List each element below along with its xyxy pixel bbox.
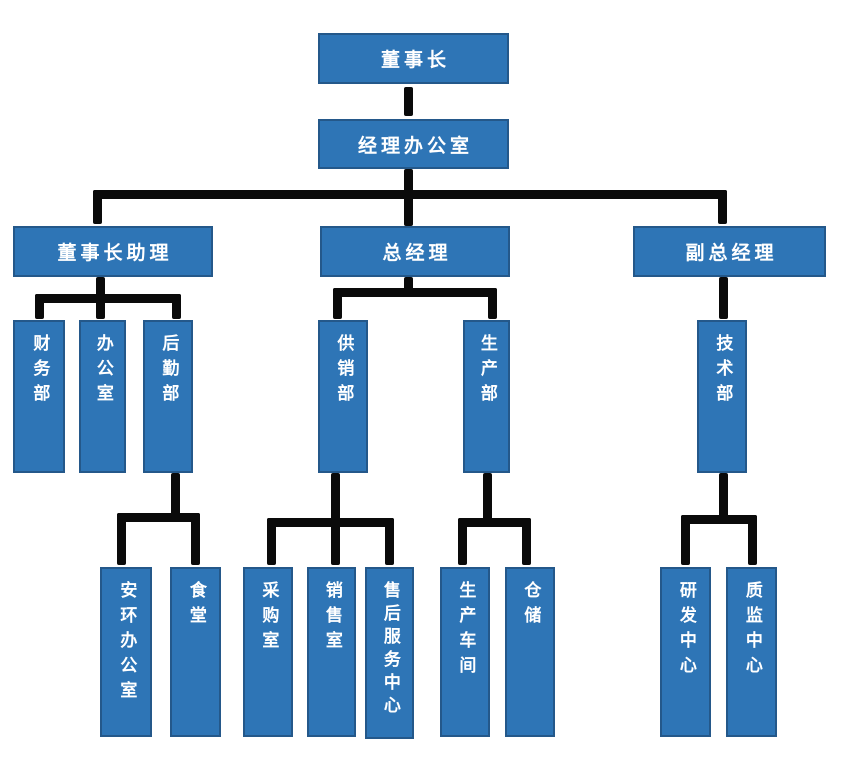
node-safety-env-office: 安环办公室: [100, 567, 152, 737]
connector-drop-canteen: [191, 513, 200, 565]
connector-drop-production-dept: [488, 288, 497, 319]
node-production-dept: 生产部: [463, 320, 510, 473]
node-label: 供销部: [333, 334, 354, 409]
connector-drop-safety-env-office: [117, 513, 126, 565]
connector-supply-sales-stub: [331, 473, 340, 523]
connector-drop-deputy-general-manager: [718, 190, 727, 224]
connector-drop-chairman-assistant: [93, 190, 102, 224]
node-label: 后勤部: [158, 334, 179, 409]
node-aftersales-service-center: 售后服务中心: [365, 567, 414, 739]
node-label: 技术部: [712, 334, 733, 409]
node-production-workshop: 生产车间: [440, 567, 490, 737]
node-label: 财务部: [29, 334, 50, 409]
connector-drop-general-manager: [404, 190, 413, 226]
node-quality-center: 质监中心: [726, 567, 777, 737]
node-label: 研发中心: [675, 581, 696, 681]
connector-logistics-stub: [171, 473, 180, 518]
node-label: 食堂: [185, 581, 206, 631]
node-label: 仓储: [520, 581, 541, 631]
connector-drop-rd-center: [681, 515, 690, 565]
connector-gm-bar: [333, 288, 497, 297]
connector-production-bar: [458, 518, 531, 527]
node-manager-office: 经理办公室: [318, 119, 509, 169]
connector-drop-office: [96, 294, 105, 319]
connector-logistics-bar: [117, 513, 200, 522]
node-label: 售后服务中心: [379, 581, 400, 719]
connector-technology-bar: [681, 515, 757, 524]
connector-deputy-gm-to-technology: [719, 277, 728, 319]
connector-drop-supply-sales-dept: [333, 288, 342, 319]
node-rd-center: 研发中心: [660, 567, 711, 737]
connector-manager-office-stub: [404, 169, 413, 195]
connector-technology-stub: [719, 473, 728, 520]
node-chairman: 董事长: [318, 33, 509, 84]
node-label: 安环办公室: [116, 581, 137, 706]
node-label: 生产车间: [455, 581, 476, 681]
node-office: 办公室: [79, 320, 126, 473]
node-technology-dept: 技术部: [697, 320, 747, 473]
connector-drop-quality-center: [748, 515, 757, 565]
node-canteen: 食堂: [170, 567, 221, 737]
connector-drop-finance-dept: [35, 294, 44, 319]
node-deputy-general-manager: 副总经理: [633, 226, 826, 277]
connector-chairman-to-manager-office: [404, 87, 413, 116]
node-warehouse: 仓储: [505, 567, 555, 737]
connector-drop-sales-office: [331, 518, 340, 565]
connector-production-stub: [483, 473, 492, 523]
node-label: 生产部: [476, 334, 497, 409]
node-general-manager: 总经理: [320, 226, 510, 277]
connector-assistant-bar: [35, 294, 181, 303]
node-label: 采购室: [258, 581, 279, 656]
connector-drop-logistics-dept: [172, 294, 181, 319]
connector-supply-sales-bar: [267, 518, 394, 527]
node-logistics-dept: 后勤部: [143, 320, 193, 473]
node-finance-dept: 财务部: [13, 320, 65, 473]
connector-drop-aftersales-service-center: [385, 518, 394, 565]
connector-assistant-stub: [96, 277, 105, 300]
node-label: 质监中心: [741, 581, 762, 681]
node-label: 销售室: [321, 581, 342, 656]
node-supply-sales-dept: 供销部: [318, 320, 368, 473]
connector-drop-production-workshop: [458, 518, 467, 565]
connector-gm-stub: [404, 277, 413, 294]
node-chairman-assistant: 董事长助理: [13, 226, 213, 277]
node-sales-office: 销售室: [307, 567, 356, 737]
connector-drop-purchasing-office: [267, 518, 276, 565]
connector-drop-warehouse: [522, 518, 531, 565]
node-label: 办公室: [92, 334, 113, 409]
node-purchasing-office: 采购室: [243, 567, 293, 737]
